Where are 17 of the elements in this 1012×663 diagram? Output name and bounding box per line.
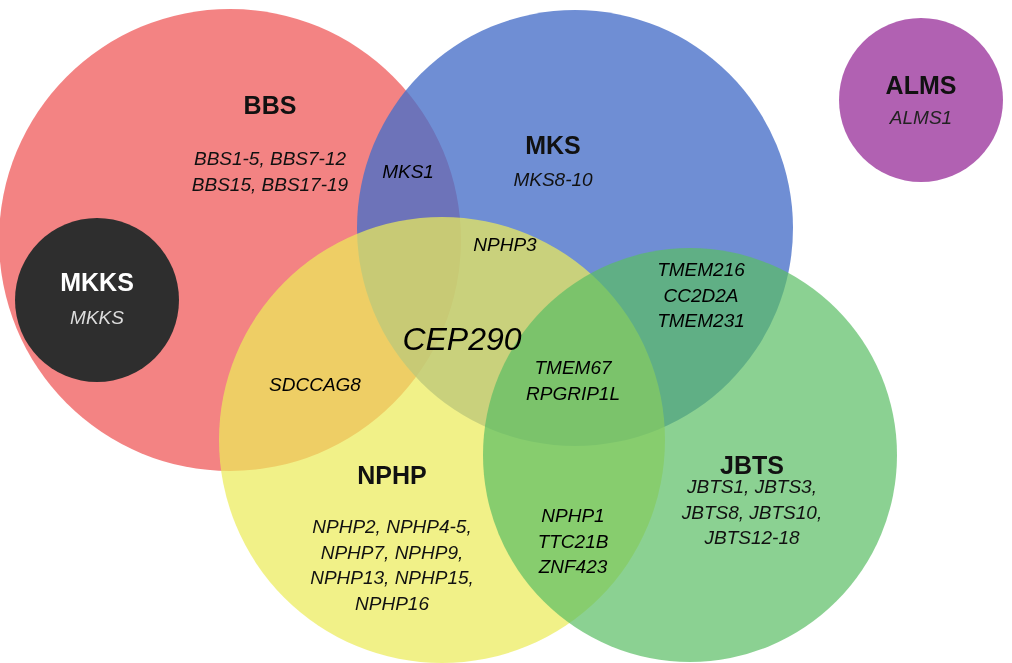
gene-label: NPHP3: [472, 233, 538, 258]
gene-list: MKS8-10: [473, 167, 633, 193]
gene-label: TMEM67 RPGRIP1L: [525, 356, 621, 406]
gene-list: MKKS: [37, 305, 157, 331]
gene-label: MKS1: [381, 160, 435, 185]
gene-list: ALMS1: [851, 105, 991, 131]
gene-list: BBS1-5, BBS7-12 BBS15, BBS17-19: [160, 146, 380, 198]
set-title: ALMS: [885, 70, 957, 100]
set-title: MKKS: [60, 267, 134, 297]
set-title: NPHP: [357, 460, 427, 490]
gene-list: NPHP2, NPHP4-5, NPHP7, NPHP9, NPHP13, NPHP15, NPHP16: [302, 513, 482, 617]
set-title: MKS: [525, 130, 581, 160]
set-title: BBS: [243, 90, 297, 120]
gene-label: SDCCAG8: [268, 373, 362, 398]
gene-label: NPHP1 TTC21B ZNF423: [536, 503, 610, 579]
gene-label: TMEM216 CC2D2A TMEM231: [656, 257, 746, 333]
gene-label: CEP290: [401, 320, 523, 360]
